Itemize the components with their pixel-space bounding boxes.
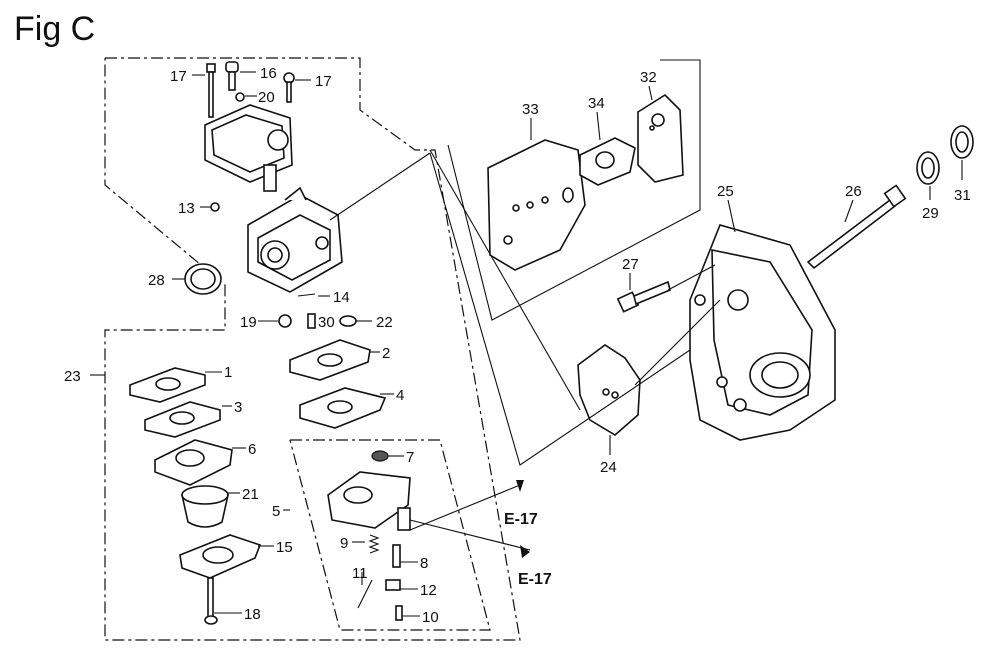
retainer-15[interactable] [179, 534, 262, 579]
connection-pump-to-e17b [409, 519, 531, 551]
housing-25[interactable] [689, 224, 836, 441]
callout-2: 2 [382, 345, 390, 362]
fuel-pump-body[interactable] [327, 471, 411, 531]
callout-22: 22 [376, 314, 393, 331]
leader-34 [596, 111, 601, 141]
callout-26: 26 [845, 183, 862, 200]
callout-8: 8 [420, 555, 428, 572]
callout-6: 6 [248, 441, 256, 458]
washer-29[interactable] [916, 151, 940, 185]
leader-body [329, 152, 431, 221]
screw-18[interactable] [204, 577, 218, 625]
ref-e17-lower[interactable]: E-17 [518, 571, 552, 588]
arrow-e17b [520, 545, 530, 558]
figure-title: Fig C [14, 10, 95, 48]
callout-7: 7 [406, 449, 414, 466]
callout-21: 21 [242, 486, 259, 503]
jet-30[interactable] [307, 313, 316, 329]
callout-9: 9 [340, 535, 348, 552]
plate-32[interactable] [637, 93, 684, 183]
callout-32: 32 [640, 69, 657, 86]
connection-24 [429, 149, 581, 411]
primer-bulb-21[interactable] [181, 485, 229, 528]
bolt-27[interactable] [616, 280, 671, 313]
arrow-e17a [516, 480, 524, 492]
callout-10: 10 [422, 609, 439, 626]
leader-26 [844, 199, 854, 223]
callout-4: 4 [396, 387, 404, 404]
needle-8[interactable] [392, 544, 401, 568]
ref-e17-upper[interactable]: E-17 [504, 511, 538, 528]
plug-19[interactable] [278, 314, 292, 328]
screw-22[interactable] [339, 315, 357, 327]
screw-17-left[interactable] [206, 63, 216, 118]
callout-28: 28 [148, 272, 165, 289]
callout-27: 27 [622, 256, 639, 273]
fuel-pump-group-outline [289, 439, 491, 631]
callout-20: 20 [258, 89, 275, 106]
callout-1: 1 [224, 364, 232, 381]
callout-30: 30 [318, 314, 335, 331]
connection-pump-to-e17a [409, 484, 521, 531]
callout-3: 3 [234, 399, 242, 416]
pin-14[interactable] [297, 293, 316, 297]
bolt-26[interactable] [806, 184, 907, 270]
screw-13[interactable] [210, 202, 220, 212]
choke-lever-assembly[interactable] [204, 104, 293, 192]
callout-13: 13 [178, 200, 195, 217]
callout-15: 15 [276, 539, 293, 556]
carburetor-body[interactable] [247, 186, 343, 293]
callout-31: 31 [954, 187, 971, 204]
washer-20[interactable] [235, 92, 245, 102]
screw-17-right[interactable] [283, 72, 295, 103]
leader-25 [727, 199, 736, 233]
callout-5: 5 [272, 503, 280, 520]
screw-10[interactable] [395, 605, 403, 621]
pin-11[interactable] [357, 579, 373, 609]
connection-27-housing [667, 264, 716, 291]
callout-12: 12 [420, 582, 437, 599]
bolt-16[interactable] [225, 61, 239, 91]
callout-18: 18 [244, 606, 261, 623]
gasket-31[interactable] [950, 125, 974, 159]
gasket-4[interactable] [299, 387, 387, 429]
callout-33: 33 [522, 101, 539, 118]
spring-9[interactable] [368, 534, 380, 554]
callout-14: 14 [333, 289, 350, 306]
gasket-1[interactable] [129, 367, 206, 403]
callout-24: 24 [600, 459, 617, 476]
cap-7[interactable] [371, 450, 389, 462]
gasket-24[interactable] [577, 344, 641, 436]
lever-12[interactable] [385, 579, 401, 591]
callout-11: 11 [352, 565, 368, 582]
diaphragm-3[interactable] [144, 401, 221, 438]
gasket-group-outline [447, 59, 701, 321]
callout-17-left: 17 [170, 68, 187, 85]
callout-19: 19 [240, 314, 257, 331]
gasket-28[interactable] [184, 263, 222, 295]
callout-23: 23 [64, 368, 81, 385]
cover-6[interactable] [154, 439, 233, 486]
callout-34: 34 [588, 95, 605, 112]
callout-29: 29 [922, 205, 939, 222]
callout-25: 25 [717, 183, 734, 200]
connection-24-housing [634, 299, 721, 386]
gasket-2[interactable] [289, 339, 371, 381]
connection-body-to-housing [429, 152, 691, 466]
leader-32 [648, 85, 653, 101]
callout-16: 16 [260, 65, 277, 82]
gasket-33[interactable] [487, 139, 586, 271]
insulator-34[interactable] [579, 137, 636, 186]
callout-17-right: 17 [315, 73, 332, 90]
carburetor-group-outline [104, 57, 521, 641]
